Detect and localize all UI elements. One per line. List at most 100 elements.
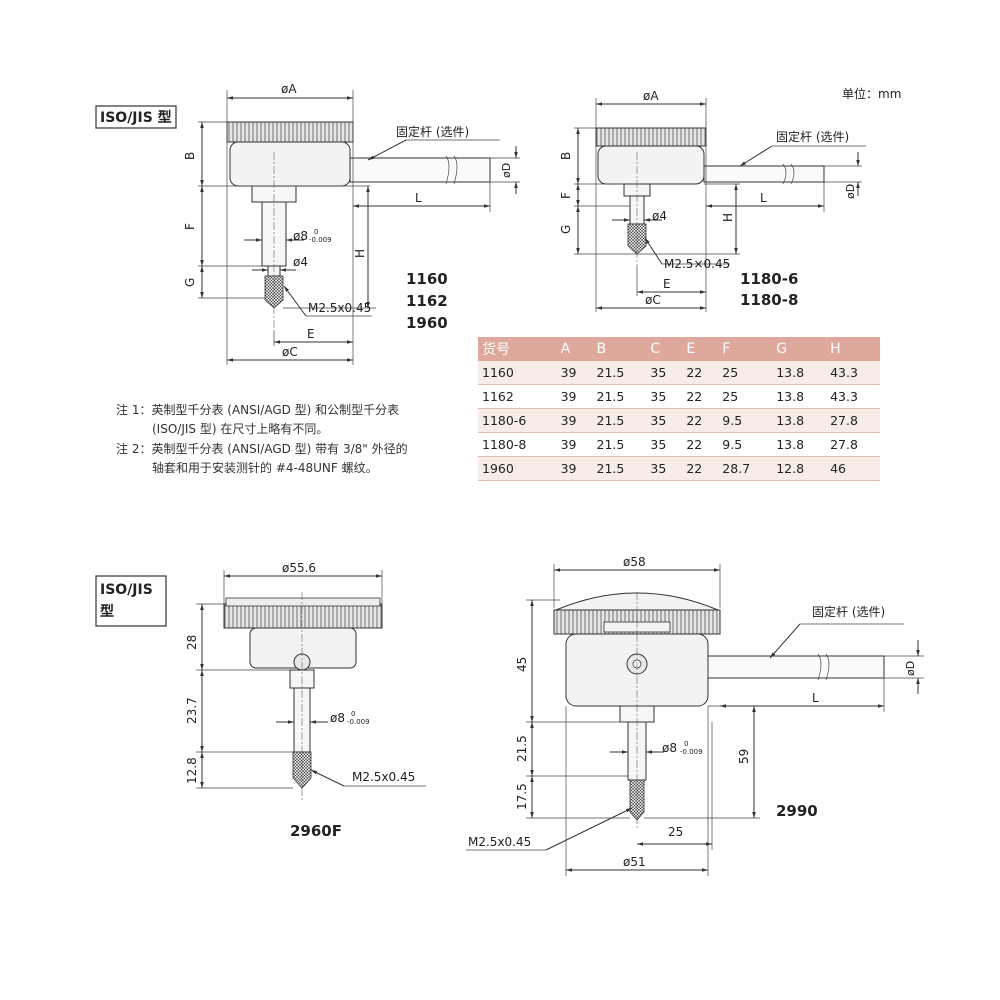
thread-label: M2.5x0.45 [308,301,371,315]
note-1-line-1: 注 1：英制型千分表 (ANSI/AGD 型) 和公制型千分表 [116,403,400,417]
table-cell: 21.5 [592,361,647,385]
dim-o556: ø55.6 [282,561,316,575]
table-cell: 21.5 [592,432,647,457]
table-cell: 27.8 [826,408,880,433]
table-cell: 1180-6 [478,408,557,433]
svg-text:0: 0 [684,740,688,748]
dim-H-2: H [721,213,735,222]
model-2990: 2990 [776,802,818,820]
table-cell: 25 [718,361,773,385]
dim-o58: ø58 [623,555,646,569]
table-row: 1160 39 21.5 35 22 25 13.8 43.3 [478,361,880,385]
table-row: 1960 39 21.5 35 22 28.7 12.8 46 [478,456,880,481]
model-1960: 1960 [406,314,448,332]
svg-text:-0.009: -0.009 [347,718,370,726]
drawing-1180: 单位：mm øA B F G H øD L [559,86,901,312]
table-cell: 43.3 [826,361,880,385]
dim-oD: øD [500,163,513,178]
table-cell: 13.8 [772,361,827,385]
table-row: 1180-6 39 21.5 35 22 9.5 13.8 27.8 [478,408,880,433]
dimension-table: 货号 A B C E F G H 1160 39 21.5 35 22 25 1… [478,337,880,481]
dim-E-2: E [663,277,671,291]
table-header: E [682,337,719,361]
table-cell: 12.8 [772,456,827,481]
table-cell: 1160 [478,361,557,385]
table-cell: 1960 [478,456,557,481]
dim-oC: øC [282,345,298,359]
table-cell: 39 [556,361,593,385]
model-1180-8: 1180-8 [740,291,798,309]
section-tag-iso-jis-2: ISO/JIS [100,582,153,598]
dim-o4: ø4 [293,255,308,269]
note-2-line-2: 轴套和用于安装测针的 #4-48UNF 螺纹。 [152,461,378,475]
table-cell: 22 [682,408,719,433]
table-cell: 35 [646,408,683,433]
table-header: G [772,337,827,361]
table-cell: 27.8 [826,432,880,457]
dim-12.8: 12.8 [185,757,199,784]
table-cell: 46 [826,456,880,481]
svg-text:-0.009: -0.009 [680,748,703,756]
dim-17.5: 17.5 [515,783,529,810]
table-header: A [556,337,593,361]
table-cell: 13.8 [772,432,827,457]
thread-label-3: M2.5x0.45 [352,770,415,784]
table-cell: 39 [556,408,593,433]
table-cell: 35 [646,456,683,481]
table-cell: 21.5 [592,456,647,481]
dim-F-2: F [559,192,573,199]
dim-o8-4: ø8 [662,741,677,755]
dim-o8: ø8 [293,229,308,243]
dim-B: B [183,152,197,160]
model-1162: 1162 [406,292,448,310]
dim-oA: øA [281,82,297,96]
dim-21.5: 21.5 [515,735,529,762]
table-cell: 22 [682,432,719,457]
dim-59: 59 [737,749,751,764]
thread-label-4: M2.5x0.45 [468,835,531,849]
table-cell: 35 [646,384,683,409]
svg-text:-0.009: -0.009 [309,236,332,244]
svg-text:型: 型 [100,603,114,620]
table-cell: 13.8 [772,408,827,433]
model-1180-6: 1180-6 [740,270,798,288]
dim-28: 28 [185,635,199,650]
table-cell: 9.5 [718,408,773,433]
note-2-line-1: 注 2：英制型千分表 (ANSI/AGD 型) 带有 3/8" 外径的 [116,442,408,456]
model-2960F: 2960F [290,822,342,840]
table-cell: 1180-8 [478,432,557,457]
dim-G-2: G [559,225,573,234]
dim-o4-2: ø4 [652,209,667,223]
rod-label: 固定杆 (选件) [396,124,469,139]
dim-H: H [353,249,367,258]
table-cell: 13.8 [772,384,827,409]
table-header: B [592,337,647,361]
dim-o51: ø51 [623,855,646,869]
dim-45: 45 [515,657,529,672]
table-cell: 43.3 [826,384,880,409]
dim-oD-4: øD [904,661,917,676]
table-cell: 21.5 [592,384,647,409]
unit-label: 单位：mm [842,86,901,101]
dim-oA-2: øA [643,89,659,103]
svg-text:0: 0 [351,710,355,718]
table-row: 1162 39 21.5 35 22 25 13.8 43.3 [478,384,880,409]
dim-E: E [307,327,315,341]
table-cell: 22 [682,361,719,385]
dim-L-2: L [760,191,767,205]
table-cell: 22 [682,384,719,409]
model-1160: 1160 [406,270,448,288]
drawing-2960F: ISO/JIS 型 ø55.6 28 23.7 12.8 ø8 0 -0.009… [95,561,426,840]
table-header: 货号 [478,337,557,361]
drawing-1160: ISO/JIS 型 øA B F G H [95,82,520,365]
thread-label-2: M2.5×0.45 [664,257,730,271]
table-cell: 39 [556,384,593,409]
table-header: F [718,337,773,361]
svg-text:0: 0 [314,228,318,236]
table-cell: 35 [646,361,683,385]
dim-oC-2: øC [645,293,661,307]
dim-L-4: L [812,691,819,705]
table-cell: 22 [682,456,719,481]
table-cell: 21.5 [592,408,647,433]
rod-label-4: 固定杆 (选件) [812,604,885,619]
